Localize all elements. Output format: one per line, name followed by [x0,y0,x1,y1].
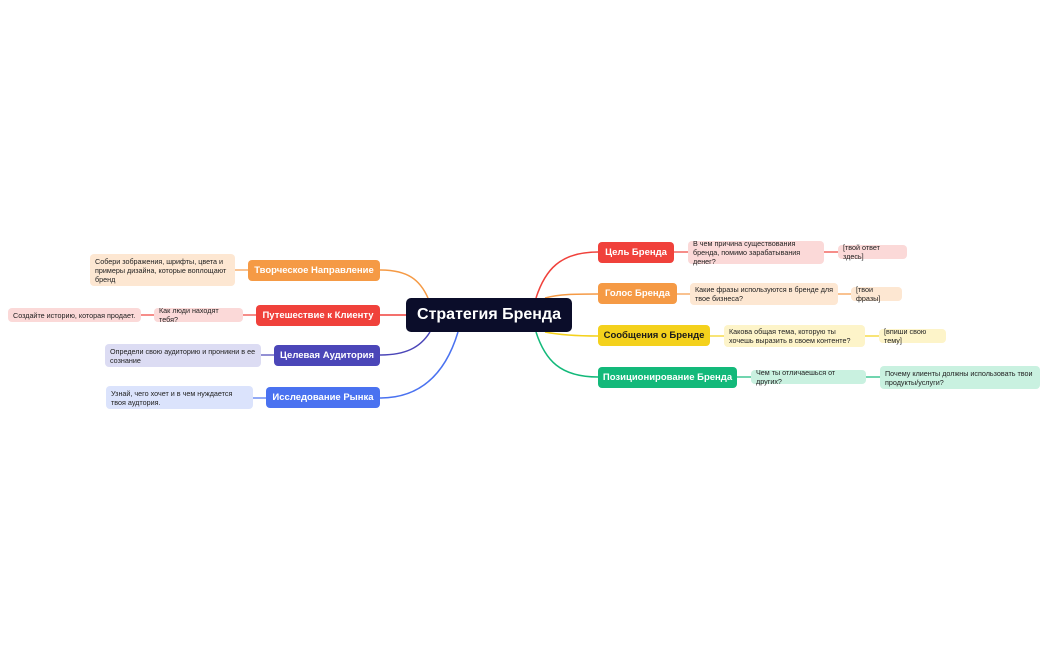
branch-brand-purpose-label: Цель Бренда [605,247,667,258]
branch-creative-direction[interactable]: Творческое Направление [248,260,380,281]
brand-messages-question[interactable]: Какова общая тема, которую ты хочешь выр… [724,325,865,347]
branch-creative-direction-label: Творческое Направление [254,265,374,276]
branch-target-audience-label: Целевая Аудитория [280,350,375,361]
branch-market-research-label: Исследование Рынка [272,392,374,403]
target-audience-note[interactable]: Определи свою аудиторию и проникни в ее … [105,344,261,367]
branch-brand-purpose[interactable]: Цель Бренда [598,242,674,263]
branch-brand-positioning[interactable]: Позиционирование Бренда [598,367,737,388]
center-topic[interactable]: Стратегия Бренда [406,298,572,332]
center-topic-label: Стратегия Бренда [417,306,561,323]
branch-customer-journey[interactable]: Путешествие к Клиенту [256,305,380,326]
brand-positioning-question[interactable]: Чем ты отличаешься от других? [751,368,866,386]
brand-voice-answer[interactable]: [твои фразы] [851,285,902,303]
brand-purpose-answer[interactable]: [твой ответ здесь] [838,243,907,261]
brand-positioning-answer[interactable]: Почему клиенты должны использовать твои … [880,366,1040,389]
branch-customer-journey-label: Путешествие к Клиенту [262,310,374,321]
creative-direction-note[interactable]: Собери зображения, шрифты, цвета и приме… [90,254,235,286]
market-research-note[interactable]: Узнай, чего хочет и в чем нуждается твоя… [106,386,253,409]
link-center-research [379,331,459,399]
branch-brand-messages[interactable]: Сообщения о Бренде [598,325,710,346]
customer-journey-question[interactable]: Как люди находят тебя? [154,306,243,324]
brand-purpose-question[interactable]: В чем причина существования бренда, поми… [688,239,824,266]
branch-brand-messages-label: Сообщения о Бренде [603,330,705,341]
branch-market-research[interactable]: Исследование Рынка [266,387,380,408]
customer-journey-answer[interactable]: Создайте историю, которая продает. [8,308,141,322]
brand-messages-answer[interactable]: [впиши свою тему] [879,327,946,345]
brand-voice-question[interactable]: Какие фразы используются в бренде для тв… [690,283,838,305]
branch-target-audience[interactable]: Целевая Аудитория [274,345,380,366]
link-center-brand-purpose [535,251,599,299]
link-center-creative [379,269,429,299]
branch-brand-voice[interactable]: Голос Бренда [598,283,677,304]
link-center-brand-voice [544,293,599,299]
branch-brand-voice-label: Голос Бренда [605,288,670,299]
branch-brand-positioning-label: Позиционирование Бренда [602,372,733,383]
link-center-brand-positioning [535,331,599,378]
link-center-audience [379,331,431,356]
link-center-brand-messages [544,331,599,337]
